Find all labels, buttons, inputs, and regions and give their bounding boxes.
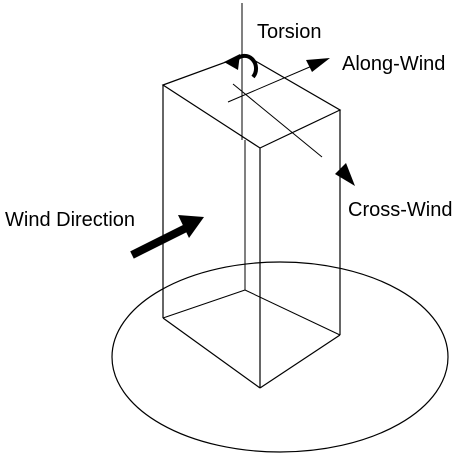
torsion-label: Torsion	[257, 21, 321, 43]
hidden-edges	[162, 140, 341, 336]
building-base-front-right	[259, 334, 341, 389]
ground-circle	[111, 261, 449, 453]
building-base-front-left	[162, 317, 261, 389]
along-wind-axis	[227, 65, 313, 103]
cross-wind-arrowhead	[335, 163, 355, 186]
building-prism	[161, 54, 342, 389]
torsion-rotation-icon	[224, 53, 259, 79]
cross-wind-axis	[232, 83, 323, 158]
cross-wind-label: Cross-Wind	[348, 199, 452, 221]
along-wind-label: Along-Wind	[342, 53, 445, 75]
along-wind-arrowhead	[306, 58, 330, 72]
wind-direction-label: Wind Direction	[5, 209, 135, 231]
wind-direction-arrow	[130, 215, 204, 259]
